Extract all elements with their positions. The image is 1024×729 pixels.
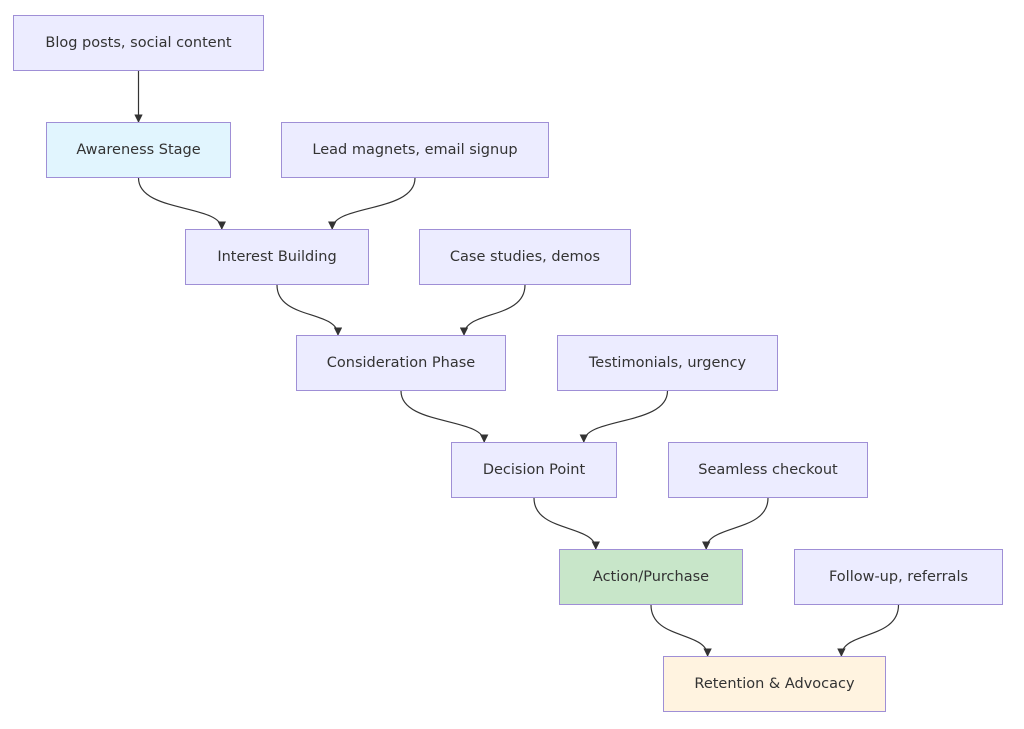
node-testimonials[interactable]: Testimonials, urgency — [557, 335, 778, 391]
edge-lead-to-interest — [328, 177, 416, 230]
node-label: Decision Point — [482, 462, 586, 478]
node-retention-advocacy[interactable]: Retention & Advocacy — [663, 656, 886, 712]
edge-action-to-retention — [650, 604, 712, 657]
node-label: Interest Building — [217, 249, 337, 265]
node-action-purchase[interactable]: Action/Purchase — [559, 549, 743, 605]
node-interest-building[interactable]: Interest Building — [185, 229, 369, 285]
edge-awareness-to-interest — [137, 177, 226, 230]
node-blog-posts[interactable]: Blog posts, social content — [13, 15, 264, 71]
node-label: Blog posts, social content — [45, 35, 232, 51]
node-follow-up[interactable]: Follow-up, referrals — [794, 549, 1003, 605]
node-case-studies[interactable]: Case studies, demos — [419, 229, 631, 285]
node-label: Testimonials, urgency — [588, 355, 747, 371]
edge-decision-to-action — [533, 497, 600, 550]
edge-interest-to-consideration — [276, 284, 343, 336]
node-label: Case studies, demos — [449, 249, 601, 265]
node-label: Consideration Phase — [326, 355, 476, 371]
node-label: Awareness Stage — [76, 142, 201, 158]
edge-consideration-to-decision — [400, 390, 489, 443]
node-lead-magnets[interactable]: Lead magnets, email signup — [281, 122, 549, 178]
node-label: Seamless checkout — [698, 462, 838, 478]
node-decision-point[interactable]: Decision Point — [451, 442, 617, 498]
node-seamless-checkout[interactable]: Seamless checkout — [668, 442, 868, 498]
node-label: Retention & Advocacy — [694, 676, 855, 692]
edge-testimonials-to-decision — [579, 390, 669, 443]
edge-followup-to-retention — [837, 604, 900, 657]
node-label: Action/Purchase — [592, 569, 710, 585]
edge-checkout-to-action — [702, 497, 769, 550]
edge-case-to-consideration — [459, 284, 526, 336]
node-consideration-phase[interactable]: Consideration Phase — [296, 335, 506, 391]
node-awareness-stage[interactable]: Awareness Stage — [46, 122, 231, 178]
node-label: Follow-up, referrals — [828, 569, 969, 585]
node-label: Lead magnets, email signup — [312, 142, 518, 158]
